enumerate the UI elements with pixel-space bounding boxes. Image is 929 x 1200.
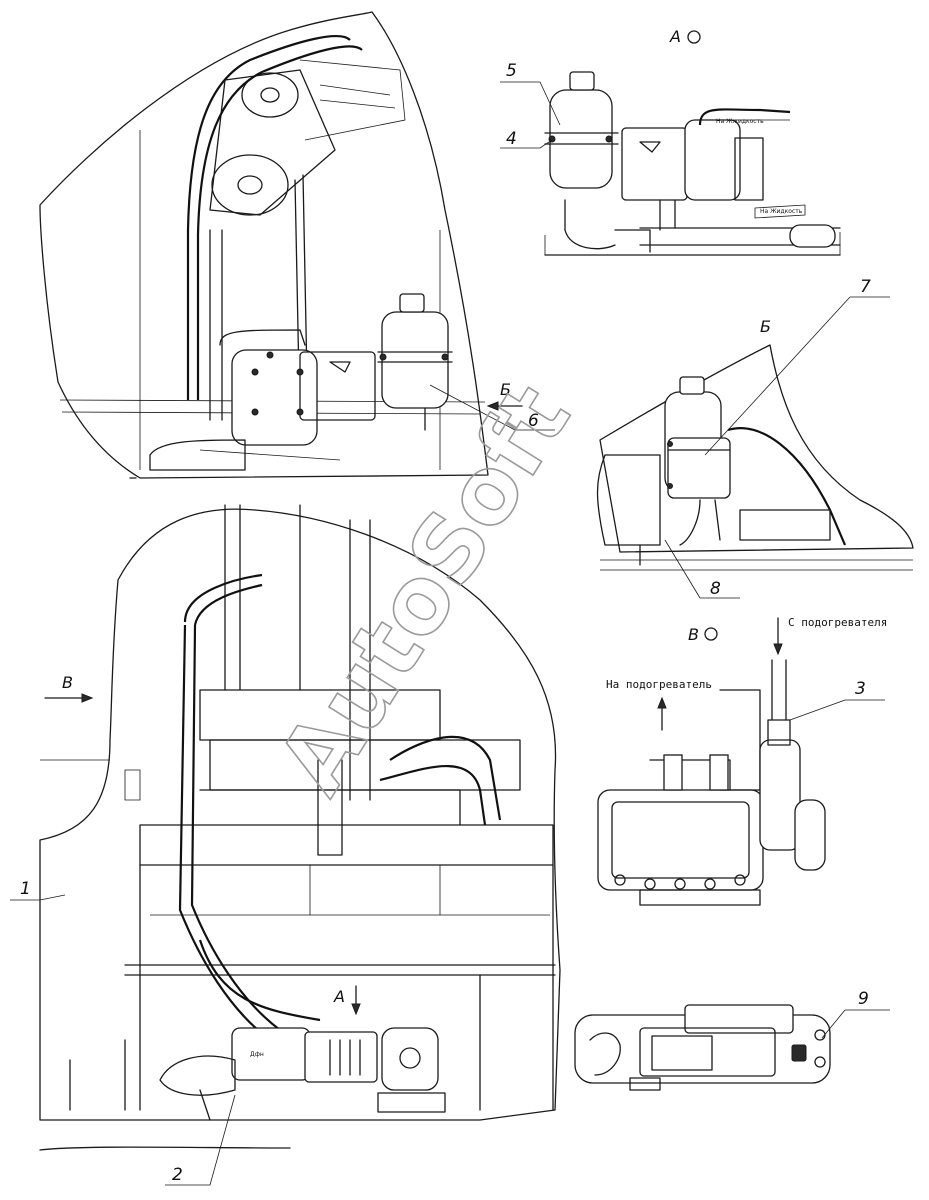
hose-tag-2: На Жидкость	[760, 208, 803, 215]
note-to-heater: На подогреватель	[606, 678, 712, 691]
view-main: Дфн	[39, 504, 561, 1151]
heater-brand: Дфн	[250, 1051, 264, 1058]
view-v: В С подогревателя На подогреватель	[597, 616, 887, 906]
callout-1: 1	[20, 879, 31, 899]
view-engine-compartment	[39, 11, 489, 479]
view-b-title: Б	[760, 317, 771, 336]
callout-9: 9	[858, 989, 869, 1009]
callout-4: 4	[506, 129, 517, 149]
view-a: А На Жжидкость На Жидкость	[544, 27, 841, 256]
arrow-v-letter: В	[62, 673, 73, 692]
callout-8: 8	[710, 579, 721, 599]
arrow-a-letter: А	[333, 987, 345, 1006]
callout-7: 7	[860, 277, 871, 297]
view-arrows: Б В А	[44, 380, 523, 1016]
view-control-panel	[574, 1004, 831, 1091]
callout-3: 3	[855, 679, 866, 699]
hose-tag-1: На Жжидкость	[716, 118, 764, 125]
arrow-b-letter: Б	[500, 380, 511, 399]
callout-5: 5	[506, 61, 517, 81]
leader-lines	[10, 81, 890, 1186]
view-b: Б	[596, 317, 914, 571]
view-a-title: А	[669, 27, 681, 46]
callout-2: 2	[172, 1165, 183, 1185]
view-v-title: В	[688, 625, 699, 644]
callout-6: 6	[528, 411, 539, 431]
note-from-heater: С подогревателя	[788, 616, 887, 629]
callouts: 1 2 3 4 5 6 7 8 9	[20, 61, 871, 1185]
